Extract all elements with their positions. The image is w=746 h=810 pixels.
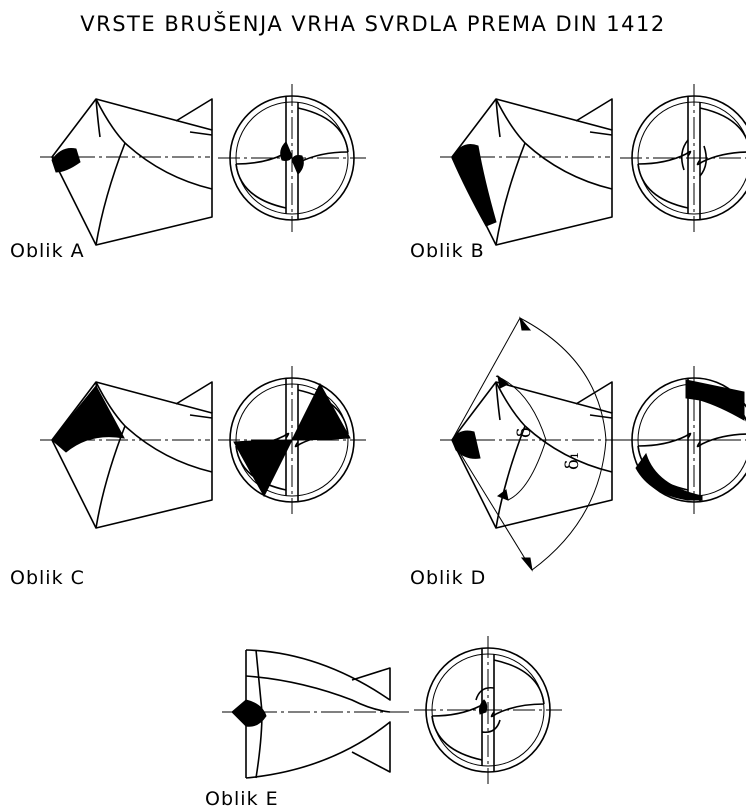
diagram-title: VRSTE BRUŠENJA VRHA SVRDLA PREMA DIN 141…	[80, 12, 666, 36]
form-d-label: Oblik D	[410, 567, 487, 589]
form-b-label: Oblik B	[410, 240, 485, 262]
form-c-side-view	[40, 381, 213, 529]
form-d-end-view	[619, 365, 746, 515]
form-e-end-view	[413, 635, 563, 785]
form-d-side-view: δ δ₁	[440, 316, 740, 572]
angle-delta1-label: δ₁	[562, 452, 583, 470]
form-a-label: Oblik A	[10, 240, 85, 262]
form-c-label: Oblik C	[10, 567, 85, 589]
form-c-end-view	[217, 365, 367, 515]
form-b-side-view	[440, 98, 613, 246]
angle-delta-label: δ	[514, 427, 535, 438]
form-a-end-view	[217, 83, 367, 233]
form-a-side-view	[40, 98, 213, 246]
form-e-side-view	[222, 649, 410, 779]
form-b-end-view	[619, 83, 746, 233]
form-e-label: Oblik E	[205, 788, 279, 810]
